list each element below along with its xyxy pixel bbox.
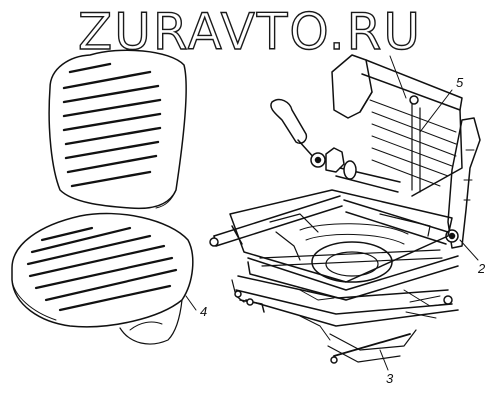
- seat-base-frame: [209, 189, 459, 301]
- callout-2: 2: [478, 261, 486, 276]
- callout-3: 3: [386, 371, 394, 386]
- seat-back-cushion: [48, 49, 187, 210]
- adjustment-lever: [270, 98, 401, 193]
- callout-5: 5: [456, 75, 464, 90]
- callout-4: 4: [200, 304, 208, 319]
- slide-rails: [231, 275, 459, 364]
- seat-cushion: [11, 212, 194, 345]
- leader-lines: [185, 55, 479, 371]
- backrest-frame: [331, 54, 481, 249]
